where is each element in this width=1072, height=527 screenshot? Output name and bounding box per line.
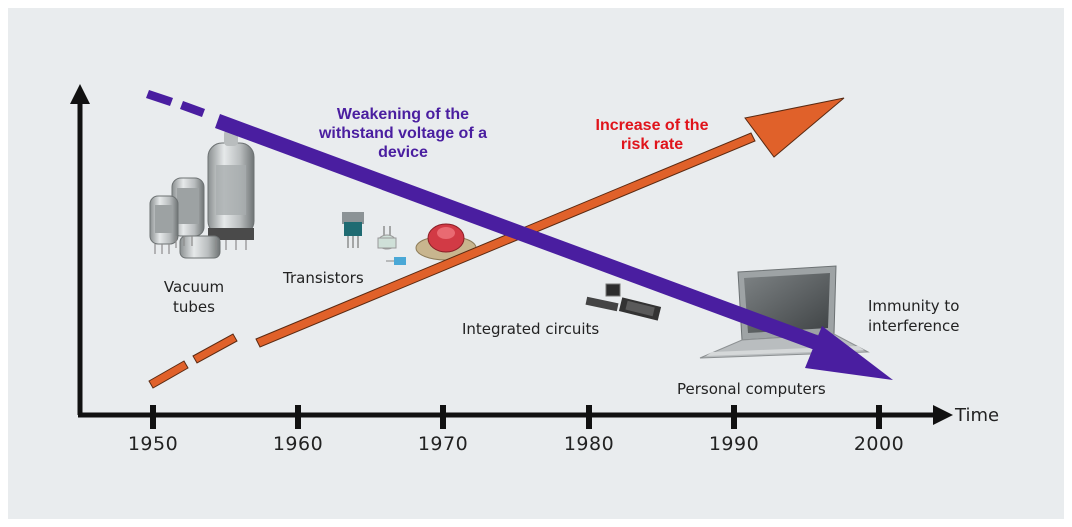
tick-1990: 1990 (708, 433, 760, 455)
withstand-label-line-1: Weakening of the (336, 106, 470, 123)
integrated-circuits-illustration (585, 283, 662, 321)
withstand-voltage-arrow (146, 90, 893, 380)
immunity-label: Immunity to interference (868, 296, 978, 336)
x-axis-label: Time (955, 405, 1000, 426)
transistors-label: Transistors (283, 269, 364, 287)
withstand-label-line-3: device (378, 144, 428, 161)
risk-rate-label: Increase of the risk rate (582, 116, 722, 154)
withstand-voltage-label: Weakening of the withstand voltage of a … (288, 105, 518, 162)
risk-rate-arrow (148, 97, 845, 389)
immunity-line-2: interference (868, 317, 960, 335)
personal-computers-label: Personal computers (677, 380, 826, 398)
tick-1970: 1970 (417, 433, 469, 455)
vacuum-tubes-line-1: Vacuum (163, 278, 225, 296)
integrated-circuits-label: Integrated circuits (462, 320, 600, 338)
tick-2000: 2000 (853, 433, 905, 455)
risk-label-line-2: risk rate (620, 136, 684, 153)
tick-1960: 1960 (272, 433, 324, 455)
tick-1980: 1980 (563, 433, 615, 455)
diagram-panel (8, 8, 1064, 519)
immunity-line-1: Immunity to (868, 297, 960, 315)
vacuum-tubes-label: Vacuum tubes (159, 277, 229, 317)
vacuum-tubes-illustration (149, 130, 255, 259)
withstand-label-line-2: withstand voltage of a (318, 125, 487, 142)
axes (70, 84, 953, 429)
vacuum-tubes-line-2: tubes (173, 298, 215, 316)
tick-1950: 1950 (127, 433, 179, 455)
risk-label-line-1: Increase of the (595, 117, 709, 134)
